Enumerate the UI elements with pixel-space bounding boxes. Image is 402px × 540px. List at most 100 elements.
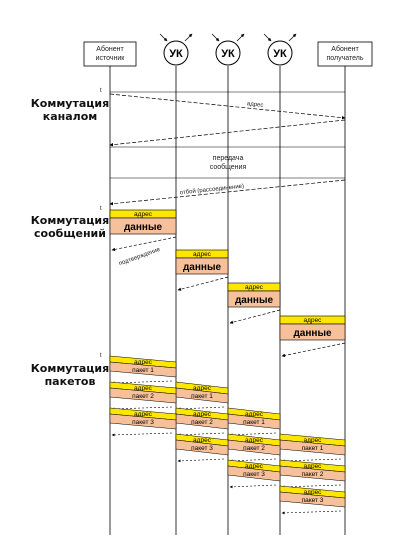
packet-address-label: адрес — [134, 359, 153, 366]
packet-label: пакет 1 — [132, 367, 154, 374]
address-label: адрес — [245, 284, 264, 291]
circuit-transfer-label-line2: сообщения — [210, 163, 247, 171]
packet-address-label: адрес — [193, 411, 212, 418]
circuit-transfer-label-line1: передача — [213, 155, 244, 162]
switching-node-3: УК — [263, 33, 297, 66]
circuit-switching: адрес передача сообщения отбой (рассоеди… — [109, 91, 346, 206]
packet-body — [227, 465, 281, 482]
dest-subscriber-box: Абонент получатель — [317, 41, 373, 67]
switching-node-1: УК — [159, 33, 193, 66]
circuit-address-label: адрес — [247, 101, 264, 109]
svg-text:Коммутация: Коммутация — [31, 362, 109, 375]
section-packet-title: t Коммутация пакетов — [31, 353, 109, 388]
packet-body — [109, 361, 177, 378]
section-circuit-title: t Коммутация каналом — [31, 88, 109, 123]
address-label: адрес — [193, 251, 212, 258]
node-label: УК — [221, 48, 235, 60]
packet-address-label: адрес — [304, 437, 323, 444]
node-label: УК — [273, 48, 287, 60]
packet-label: пакет 1 — [243, 419, 265, 426]
packet-ack-arrow — [111, 432, 173, 437]
packet-body — [279, 491, 346, 508]
circuit-release-arrow — [109, 179, 346, 206]
packet-address-label: адрес — [304, 489, 323, 496]
ack-label: подтверждение — [118, 247, 161, 268]
circuit-address-request-arrow — [109, 93, 346, 120]
packet-label: пакет 3 — [132, 419, 154, 426]
packet-label: пакет 3 — [191, 445, 213, 452]
packet-label: пакет 1 — [191, 393, 213, 400]
packet-body — [109, 387, 177, 404]
circuit-release-label: отбой (рассоединение) — [179, 183, 244, 197]
address-label: адрес — [134, 211, 153, 218]
packet-address-label: адрес — [193, 437, 212, 444]
switching-node-2: УК — [211, 33, 245, 66]
data-body — [279, 323, 346, 341]
packet-ack-arrow — [229, 484, 277, 489]
data-label: данные — [235, 295, 274, 306]
packet-label: пакет 2 — [132, 393, 154, 400]
ack-arrow — [111, 236, 177, 252]
source-subscriber-box: Абонент источник — [83, 41, 137, 67]
packet-address-label: адрес — [245, 463, 264, 470]
packet-label: пакет 2 — [243, 445, 265, 452]
node-label: УК — [169, 48, 183, 60]
packet-ack-arrow — [177, 406, 225, 411]
data-body — [227, 290, 281, 308]
packet-ack-arrow — [229, 458, 277, 463]
svg-text:сообщений: сообщений — [34, 227, 106, 240]
packet-address-label: адрес — [304, 463, 323, 470]
packet-label: пакет 3 — [302, 497, 324, 504]
svg-text:Коммутация: Коммутация — [31, 97, 109, 110]
svg-text:пакетов: пакетов — [45, 375, 96, 388]
packet-ack-arrow — [177, 458, 225, 463]
time-zero-message: t — [100, 206, 102, 212]
data-body — [109, 217, 177, 235]
packet-ack-arrow — [281, 458, 342, 463]
packet-label: пакет 2 — [191, 419, 213, 426]
packet-ack-arrow — [281, 510, 342, 515]
data-label: данные — [293, 328, 332, 339]
time-zero-circuit: t — [100, 88, 102, 94]
address-label: адрес — [304, 317, 323, 324]
dest-label-line2: получатель — [326, 55, 363, 62]
section-message-title: t Коммутация сообщений — [31, 206, 109, 240]
svg-text:каналом: каналом — [43, 110, 98, 123]
packet-address-label: адрес — [134, 411, 153, 418]
packet-ack-arrow — [229, 432, 277, 437]
packet-address-label: адрес — [134, 385, 153, 392]
svg-text:Коммутация: Коммутация — [31, 214, 109, 227]
packet-body — [175, 439, 229, 456]
time-zero-packet: t — [100, 353, 102, 359]
ack-arrow — [229, 309, 281, 324]
source-label-line2: источник — [96, 55, 126, 62]
packet-body — [109, 413, 177, 430]
message-block-3: адрес данные — [227, 282, 281, 324]
packet-label: пакет 2 — [302, 471, 324, 478]
packet-ack-arrow — [177, 432, 225, 437]
data-label: данные — [124, 222, 163, 233]
packet-address-label: адрес — [245, 437, 264, 444]
packet-address-label: адрес — [193, 385, 212, 392]
packet-ack-arrow — [281, 484, 342, 489]
circuit-confirm-arrow — [109, 119, 346, 147]
ack-arrow — [177, 276, 229, 291]
packet-address-label: адрес — [245, 411, 264, 418]
dest-label-line1: Абонент — [331, 45, 359, 53]
message-block-1: адрес данные подтверждение — [109, 209, 177, 268]
message-block-4: адрес данные — [279, 315, 346, 358]
packet-label: пакет 3 — [243, 471, 265, 478]
